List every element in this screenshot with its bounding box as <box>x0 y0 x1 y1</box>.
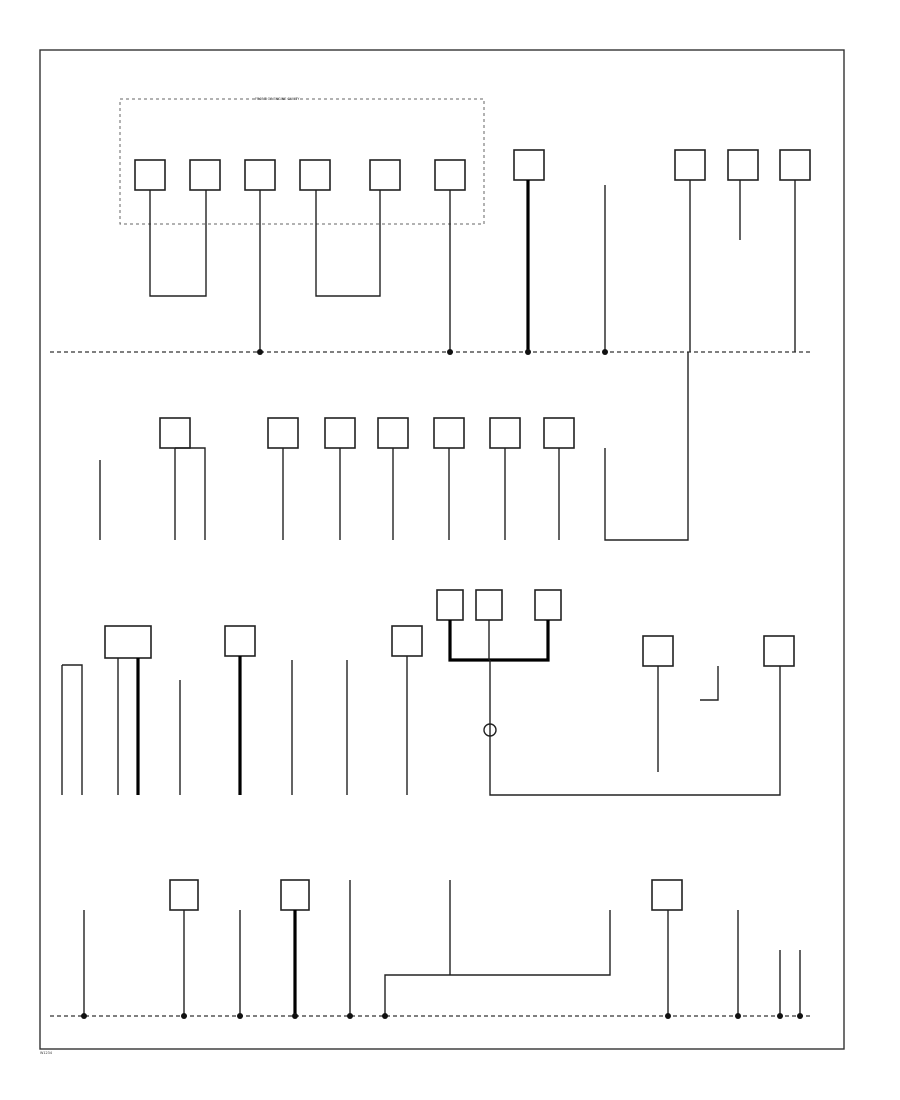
wire-19 <box>604 352 689 541</box>
ground-splice-4 <box>602 349 608 355</box>
band2-wires <box>99 352 689 541</box>
component-22 <box>475 589 503 621</box>
ground-splice-13 <box>777 1013 783 1019</box>
group1-label: FRONT OF ENGINE CAVITY <box>255 97 300 101</box>
ground-splice-5 <box>81 1013 87 1019</box>
ground-splice-14 <box>797 1013 803 1019</box>
component-18 <box>104 625 152 659</box>
component-27 <box>280 879 310 911</box>
component-20 <box>391 625 423 657</box>
ground-splice-9 <box>347 1013 353 1019</box>
component-10 <box>779 149 811 181</box>
wire-40 <box>384 974 470 1016</box>
ground-splice-3 <box>525 349 531 355</box>
component-26 <box>169 879 199 911</box>
component-6 <box>434 159 466 191</box>
component-17 <box>543 417 575 449</box>
band-2 <box>99 352 689 541</box>
ground-splice-7 <box>237 1013 243 1019</box>
band3-wires <box>61 620 781 796</box>
ground-splice-10 <box>382 1013 388 1019</box>
band1-components <box>134 149 811 191</box>
wire-3 <box>315 190 381 297</box>
wire-1 <box>149 190 207 297</box>
component-13 <box>324 417 356 449</box>
band-1: FRONT OF ENGINE CAVITY <box>50 97 811 355</box>
component-25 <box>763 635 795 667</box>
wire-31 <box>489 660 781 796</box>
component-2 <box>189 159 221 191</box>
group1-dashed-box <box>119 98 485 225</box>
band1-wires <box>149 180 796 352</box>
ground-splice-1 <box>257 349 263 355</box>
component-21 <box>436 589 464 621</box>
component-24 <box>642 635 674 667</box>
ground-splice-6 <box>181 1013 187 1019</box>
band2-components <box>159 417 575 449</box>
component-4 <box>299 159 331 191</box>
component-11 <box>159 417 191 449</box>
component-16 <box>489 417 521 449</box>
ground-splice-2 <box>447 349 453 355</box>
band4-wires <box>83 880 801 1016</box>
component-28 <box>651 879 683 911</box>
component-23 <box>534 589 562 621</box>
band4-ground-splices <box>81 1013 803 1019</box>
ground-splice-12 <box>735 1013 741 1019</box>
wire-33 <box>700 666 719 701</box>
wire-41 <box>470 910 611 976</box>
diagram-frame <box>39 49 845 1050</box>
wire-29 <box>448 620 550 662</box>
wire-12 <box>175 447 206 540</box>
ground-splice-11 <box>665 1013 671 1019</box>
ground-splice-8 <box>292 1013 298 1019</box>
band4-components <box>169 879 683 911</box>
band-3 <box>61 589 795 796</box>
component-9 <box>727 149 759 181</box>
corner-code: W1234 <box>40 1051 52 1055</box>
band3-components <box>104 589 795 667</box>
component-19 <box>224 625 256 657</box>
inline-splice <box>483 723 497 737</box>
component-7 <box>513 149 545 181</box>
component-3 <box>244 159 276 191</box>
component-5 <box>369 159 401 191</box>
band-4 <box>50 879 810 1019</box>
wire-21 <box>62 664 83 795</box>
component-8 <box>674 149 706 181</box>
component-15 <box>433 417 465 449</box>
component-14 <box>377 417 409 449</box>
component-12 <box>267 417 299 449</box>
component-1 <box>134 159 166 191</box>
